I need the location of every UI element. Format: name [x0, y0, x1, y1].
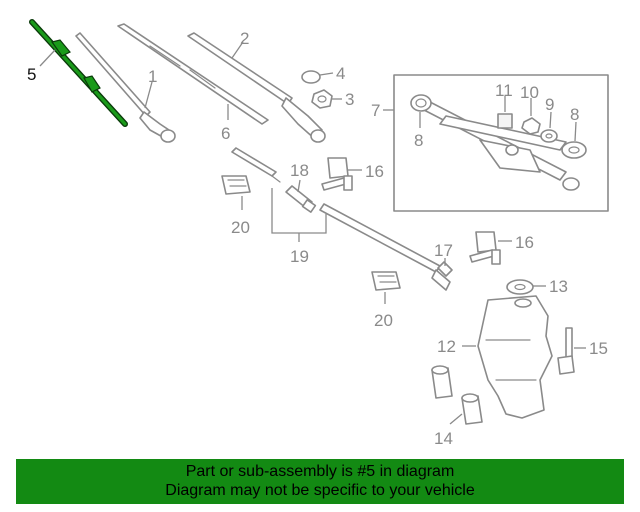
leader-4 — [319, 72, 334, 76]
washer-reservoir-part-12[interactable] — [477, 295, 553, 419]
leader-1 — [144, 81, 153, 109]
leader-2 — [231, 41, 244, 59]
grommet-part-8-right[interactable] — [561, 141, 587, 159]
callout-2: 2 — [240, 29, 249, 48]
cap-part-4[interactable] — [301, 70, 321, 84]
leader-5 — [39, 49, 56, 67]
leader-14 — [449, 413, 463, 425]
callout-1: 1 — [148, 67, 157, 86]
nut-part-3[interactable] — [311, 89, 333, 109]
bushing-part-11[interactable] — [497, 113, 513, 129]
callout-13: 13 — [549, 277, 568, 296]
washer-part-9[interactable] — [540, 129, 558, 143]
check-valve-part-17[interactable] — [437, 261, 453, 277]
banner-line-disclaimer: Diagram may not be specific to your vehi… — [165, 482, 475, 499]
callout-19: 19 — [290, 247, 309, 266]
nut-part-10[interactable] — [521, 117, 541, 135]
callout-10: 10 — [520, 83, 539, 102]
leader-8-right — [574, 121, 577, 142]
wiper-arm-part-2[interactable] — [187, 32, 326, 143]
banner-line-part: Part or sub-assembly is #5 in diagram — [185, 463, 455, 480]
callout-18: 18 — [290, 161, 309, 180]
grommet-part-8-left[interactable] — [410, 94, 432, 112]
wiper-linkage-assembly[interactable] — [423, 101, 580, 191]
callout-14: 14 — [434, 429, 453, 448]
callout-12: 12 — [437, 337, 456, 356]
nozzle-part-16-upper[interactable] — [321, 157, 353, 191]
callout-20-lower: 20 — [374, 311, 393, 330]
callout-4: 4 — [336, 64, 345, 83]
connector-part-18[interactable] — [285, 185, 317, 213]
cap-part-13[interactable] — [506, 279, 534, 295]
callout-11: 11 — [495, 81, 513, 100]
callout-5: 5 — [27, 65, 36, 84]
clip-part-20-lower[interactable] — [371, 271, 401, 291]
callout-16-lower: 16 — [515, 233, 534, 252]
info-banner: Part or sub-assembly is #5 in diagram Di… — [16, 459, 624, 504]
leader-9 — [549, 111, 552, 129]
callout-16-upper: 16 — [365, 162, 384, 181]
callout-20-upper: 20 — [231, 218, 250, 237]
callout-17: 17 — [434, 241, 453, 260]
parts-diagram: 5 1 6 2 4 3 7 — [27, 19, 609, 448]
callout-15: 15 — [589, 339, 608, 358]
washer-pump-part-14[interactable] — [431, 365, 483, 425]
wiper-blade-part-6[interactable] — [117, 23, 269, 125]
callout-8-right: 8 — [570, 105, 579, 124]
clip-part-20-upper[interactable] — [221, 175, 251, 195]
level-sensor-part-15[interactable] — [557, 327, 575, 375]
wiper-arm-part-1[interactable] — [75, 32, 176, 143]
wiper-blade-part-5[interactable] — [29, 19, 128, 127]
callout-3: 3 — [345, 90, 354, 109]
callout-8-left: 8 — [414, 131, 423, 150]
leader-18 — [297, 179, 301, 193]
callout-7: 7 — [371, 101, 380, 120]
callout-6: 6 — [221, 124, 230, 143]
callout-9: 9 — [545, 95, 554, 114]
nozzle-part-16-lower[interactable] — [469, 231, 501, 265]
